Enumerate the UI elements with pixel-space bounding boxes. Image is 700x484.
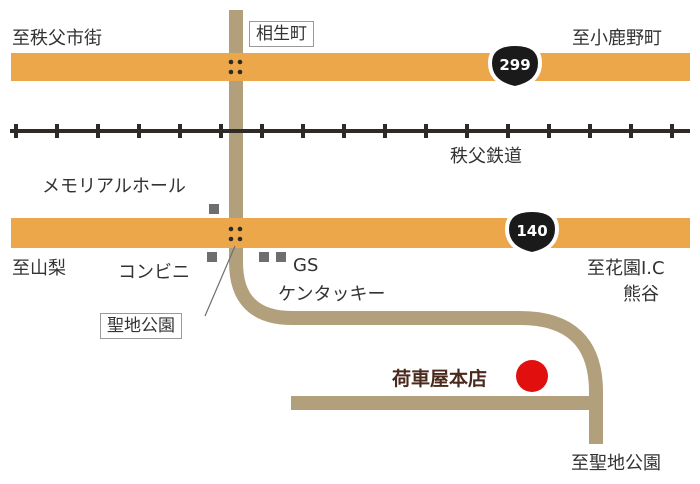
railway-tie (588, 124, 592, 138)
kentucky-marker (276, 252, 286, 262)
memorial-hall-marker (209, 204, 219, 214)
route-140-number: 140 (516, 222, 547, 240)
railway-tie (96, 124, 100, 138)
convenience-store-marker (207, 252, 217, 262)
label-kumagaya: 熊谷 (623, 284, 659, 305)
route-140-road (11, 218, 690, 248)
curving-road (229, 245, 603, 444)
intersection-upper (228, 59, 243, 75)
label-gs: GS (293, 255, 319, 276)
label-to-ogano-town: 至小鹿野町 (572, 28, 662, 49)
railway-tie (137, 124, 141, 138)
railway-tie (424, 124, 428, 138)
shop-name-label: 荷車屋本店 (392, 368, 488, 390)
railway-line (10, 124, 690, 138)
railway-tie (14, 124, 18, 138)
label-convenience-store: コンビニ (118, 262, 190, 283)
railway-tie (383, 124, 387, 138)
railway-tie (55, 124, 59, 138)
railway-tie (219, 124, 223, 138)
label-to-seichi-koen: 至聖地公園 (571, 453, 661, 474)
route-299-road (11, 53, 690, 81)
railway-tie (342, 124, 346, 138)
railway-tie (465, 124, 469, 138)
label-memorial-hall: メモリアルホール (42, 176, 186, 197)
label-to-hanazono-ic: 至花園I.C (587, 258, 665, 279)
label-to-yamanashi: 至山梨 (12, 258, 66, 279)
railway-tie (629, 124, 633, 138)
intersection-lower (228, 226, 243, 242)
label-to-chichibu-city: 至秩父市街 (12, 28, 102, 49)
seichi-koen-leader-line (204, 245, 236, 317)
railway-tie (260, 124, 264, 138)
route-299-shield: 299 (488, 42, 542, 90)
label-seichi-koen: 聖地公園 (100, 313, 182, 339)
label-chichibu-railway: 秩父鉄道 (450, 146, 522, 167)
railway-tie (547, 124, 551, 138)
route-299-number: 299 (499, 56, 530, 74)
railway-tie (178, 124, 182, 138)
shop-location-dot (516, 360, 548, 392)
railway-tie (301, 124, 305, 138)
label-aioicho: 相生町 (249, 21, 314, 47)
shop-street (291, 396, 601, 410)
label-kentucky: ケンタッキー (278, 284, 386, 305)
railway-tie (506, 124, 510, 138)
railway-tie (670, 124, 674, 138)
route-140-shield: 140 (505, 208, 559, 256)
gs-marker (259, 252, 269, 262)
